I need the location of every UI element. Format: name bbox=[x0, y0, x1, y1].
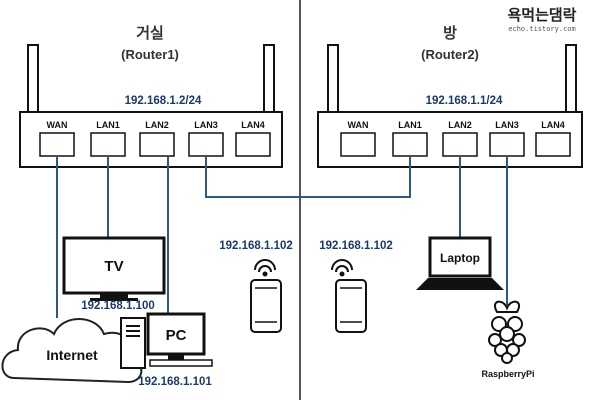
laptop-label: Laptop bbox=[440, 251, 480, 265]
smartphone-icon bbox=[335, 279, 367, 333]
smartphone-icon bbox=[250, 279, 282, 333]
router2-port-lan1 bbox=[392, 132, 428, 157]
router1-port-label: LAN1 bbox=[96, 120, 120, 130]
phone-right-ip: 192.168.1.102 bbox=[319, 240, 393, 252]
pc-tower bbox=[120, 317, 146, 369]
laptop-base bbox=[416, 278, 504, 290]
router1-port-label: LAN4 bbox=[241, 120, 265, 130]
router2-port-wan bbox=[340, 132, 376, 157]
router2-port-lan3 bbox=[489, 132, 525, 157]
tv-label: TV bbox=[104, 258, 123, 275]
wifi-icon bbox=[331, 259, 353, 277]
watermark: 욕먹는댐락 echo.tistory.com bbox=[507, 6, 576, 33]
router1: 거실 (Router1) 192.168.1.2/24 WAN LAN1 LAN… bbox=[19, 24, 283, 168]
router1-label: (Router1) bbox=[121, 47, 179, 62]
raspberry-icon bbox=[488, 300, 526, 364]
router1-port-label: WAN bbox=[47, 120, 68, 130]
router2-antenna-left bbox=[327, 44, 339, 114]
router2-antenna-right bbox=[565, 44, 577, 114]
pc-keyboard bbox=[149, 359, 213, 367]
pc-monitor-stand bbox=[168, 354, 184, 360]
router2-port-lan2 bbox=[442, 132, 478, 157]
raspberrypi: RaspberryPi bbox=[481, 300, 535, 379]
router1-antenna-left bbox=[27, 44, 39, 114]
phone-left-ip: 192.168.1.102 bbox=[219, 240, 293, 252]
phone-left bbox=[250, 259, 282, 333]
router2-ip: 192.168.1.1/24 bbox=[426, 95, 503, 107]
wifi-icon bbox=[254, 259, 276, 277]
router1-port-lan1 bbox=[90, 132, 126, 157]
router2-port-label: LAN3 bbox=[495, 120, 519, 130]
router2-port-lan4 bbox=[535, 132, 571, 157]
tv-base bbox=[90, 298, 138, 301]
pc-ip: 192.168.1.101 bbox=[138, 376, 212, 388]
router2-port-label: LAN2 bbox=[448, 120, 472, 130]
laptop: Laptop bbox=[416, 236, 504, 290]
watermark-title: 욕먹는댐락 bbox=[507, 6, 576, 24]
cable-router1-lan3-to-router2-lan1 bbox=[205, 156, 411, 198]
router2-label: (Router2) bbox=[421, 47, 479, 62]
router1-port-lan4 bbox=[235, 132, 271, 157]
router2-port-label: WAN bbox=[348, 120, 369, 130]
router2-name: 방 bbox=[443, 24, 457, 42]
raspberrypi-label: RaspberryPi bbox=[481, 369, 534, 379]
tv-screen bbox=[62, 236, 166, 295]
router1-port-label: LAN3 bbox=[194, 120, 218, 130]
router1-port-lan3 bbox=[188, 132, 224, 157]
internet-label: Internet bbox=[46, 347, 98, 363]
laptop-screen bbox=[428, 236, 492, 278]
pc-monitor bbox=[146, 312, 206, 356]
router1-port-label: LAN2 bbox=[145, 120, 169, 130]
cables bbox=[56, 156, 508, 318]
tv-ip: 192.168.1.100 bbox=[81, 300, 155, 312]
watermark-subtitle: echo.tistory.com bbox=[508, 25, 575, 33]
tv: TV bbox=[62, 236, 166, 301]
phone-right bbox=[331, 259, 367, 333]
pc-label: PC bbox=[166, 327, 187, 344]
router1-port-wan bbox=[39, 132, 75, 157]
pc: PC bbox=[120, 312, 213, 369]
tv-stand bbox=[100, 293, 128, 298]
router1-antenna-right bbox=[263, 44, 275, 114]
router1-name: 거실 bbox=[136, 24, 164, 42]
router2: 방 (Router2) 192.168.1.1/24 WAN LAN1 LAN2… bbox=[317, 24, 583, 168]
router2-port-label: LAN1 bbox=[398, 120, 422, 130]
router2-port-label: LAN4 bbox=[541, 120, 565, 130]
router1-ip: 192.168.1.2/24 bbox=[125, 95, 202, 107]
router1-port-lan2 bbox=[139, 132, 175, 157]
